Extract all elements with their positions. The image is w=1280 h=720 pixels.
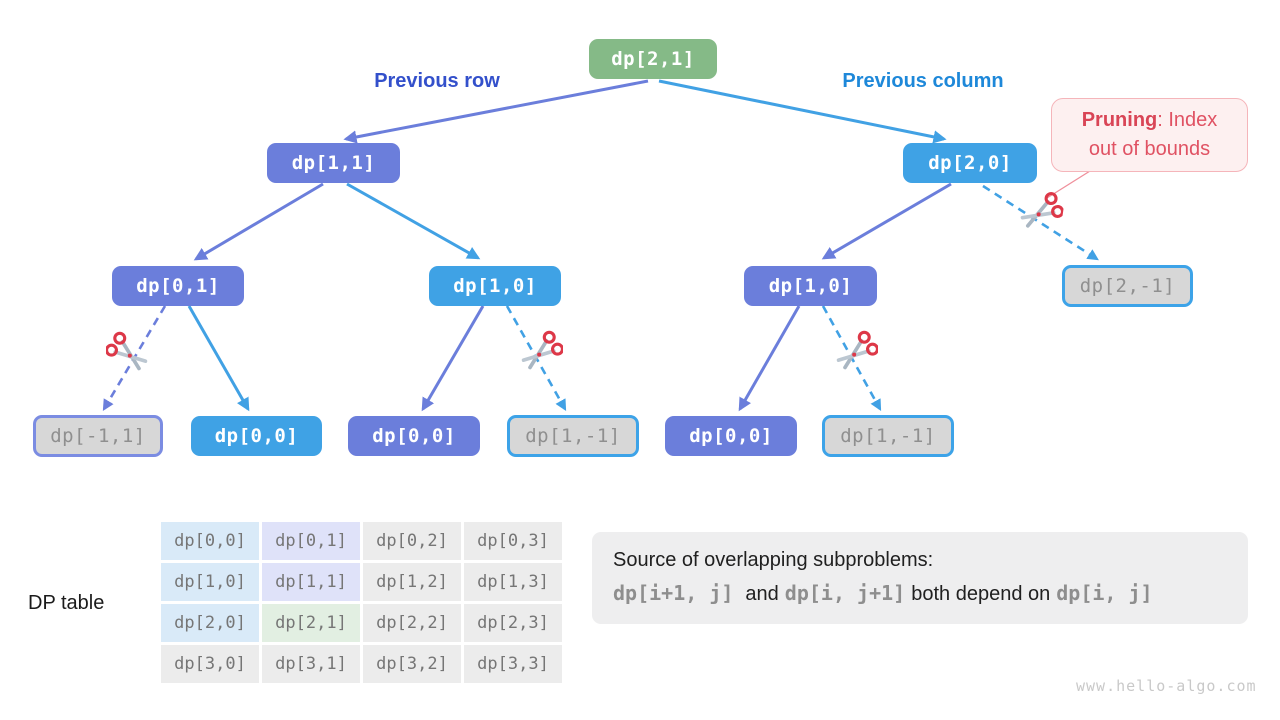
dp-cell: dp[2,3]	[464, 604, 562, 642]
note-code-3: dp[i, j]	[1056, 581, 1153, 605]
watermark: www.hello-algo.com	[1076, 677, 1257, 695]
tree-node: dp[1,1]	[267, 143, 400, 183]
tree-node-pruned: dp[1,-1]	[507, 415, 639, 457]
pruning-callout-line2: out of bounds	[1088, 138, 1211, 160]
dp-cell: dp[0,0]	[161, 522, 259, 560]
tree-node: dp[0,0]	[191, 416, 322, 456]
tree-node: dp[0,0]	[665, 416, 797, 456]
scissors-icon	[834, 329, 880, 373]
dp-cell: dp[1,0]	[161, 563, 259, 601]
note-code-2: dp[i, j+1]	[784, 581, 906, 605]
scissors-icon	[519, 329, 565, 373]
note-middle-text: both depend on	[911, 583, 1051, 605]
tree-node: dp[0,0]	[348, 416, 480, 456]
dp-cell: dp[3,3]	[464, 645, 562, 683]
dp-cell: dp[1,1]	[262, 563, 360, 601]
tree-node: dp[0,1]	[112, 266, 244, 306]
dp-cell: dp[3,2]	[363, 645, 461, 683]
dp-table: dp[0,0] dp[0,1] dp[0,2] dp[0,3] dp[1,0] …	[161, 522, 562, 683]
tree-node: dp[2,0]	[903, 143, 1037, 183]
overlapping-subproblems-note: Source of overlapping subproblems: dp[i+…	[592, 532, 1248, 624]
tree-node-pruned: dp[1,-1]	[822, 415, 954, 457]
tree-node-pruned: dp[2,-1]	[1062, 265, 1193, 307]
dp-cell: dp[1,3]	[464, 563, 562, 601]
scissors-icon	[104, 330, 150, 374]
dp-cell: dp[3,1]	[262, 645, 360, 683]
note-line1: Source of overlapping subproblems:	[613, 549, 934, 571]
tree-node: dp[1,0]	[429, 266, 561, 306]
dp-cell: dp[2,2]	[363, 604, 461, 642]
pruning-callout-line1: Pruning: Index	[1081, 109, 1218, 131]
dp-table-label: DP table	[28, 592, 105, 614]
tree-node-pruned: dp[-1,1]	[33, 415, 163, 457]
dp-cell: dp[0,3]	[464, 522, 562, 560]
dp-cell: dp[2,0]	[161, 604, 259, 642]
dp-cell: dp[2,1]	[262, 604, 360, 642]
previous-row-label: Previous row	[374, 70, 500, 92]
dp-cell: dp[0,1]	[262, 522, 360, 560]
tree-node-root: dp[2,1]	[589, 39, 717, 79]
dp-cell: dp[1,2]	[363, 563, 461, 601]
note-code-1: dp[i+1, j]	[613, 581, 734, 605]
previous-column-label: Previous column	[842, 70, 1004, 92]
note-conjunction: and	[745, 583, 779, 605]
pruning-callout: Pruning: Index out of bounds	[1051, 98, 1248, 172]
tree-node: dp[1,0]	[744, 266, 877, 306]
scissors-icon	[1016, 186, 1066, 236]
dp-cell: dp[3,0]	[161, 645, 259, 683]
dp-cell: dp[0,2]	[363, 522, 461, 560]
